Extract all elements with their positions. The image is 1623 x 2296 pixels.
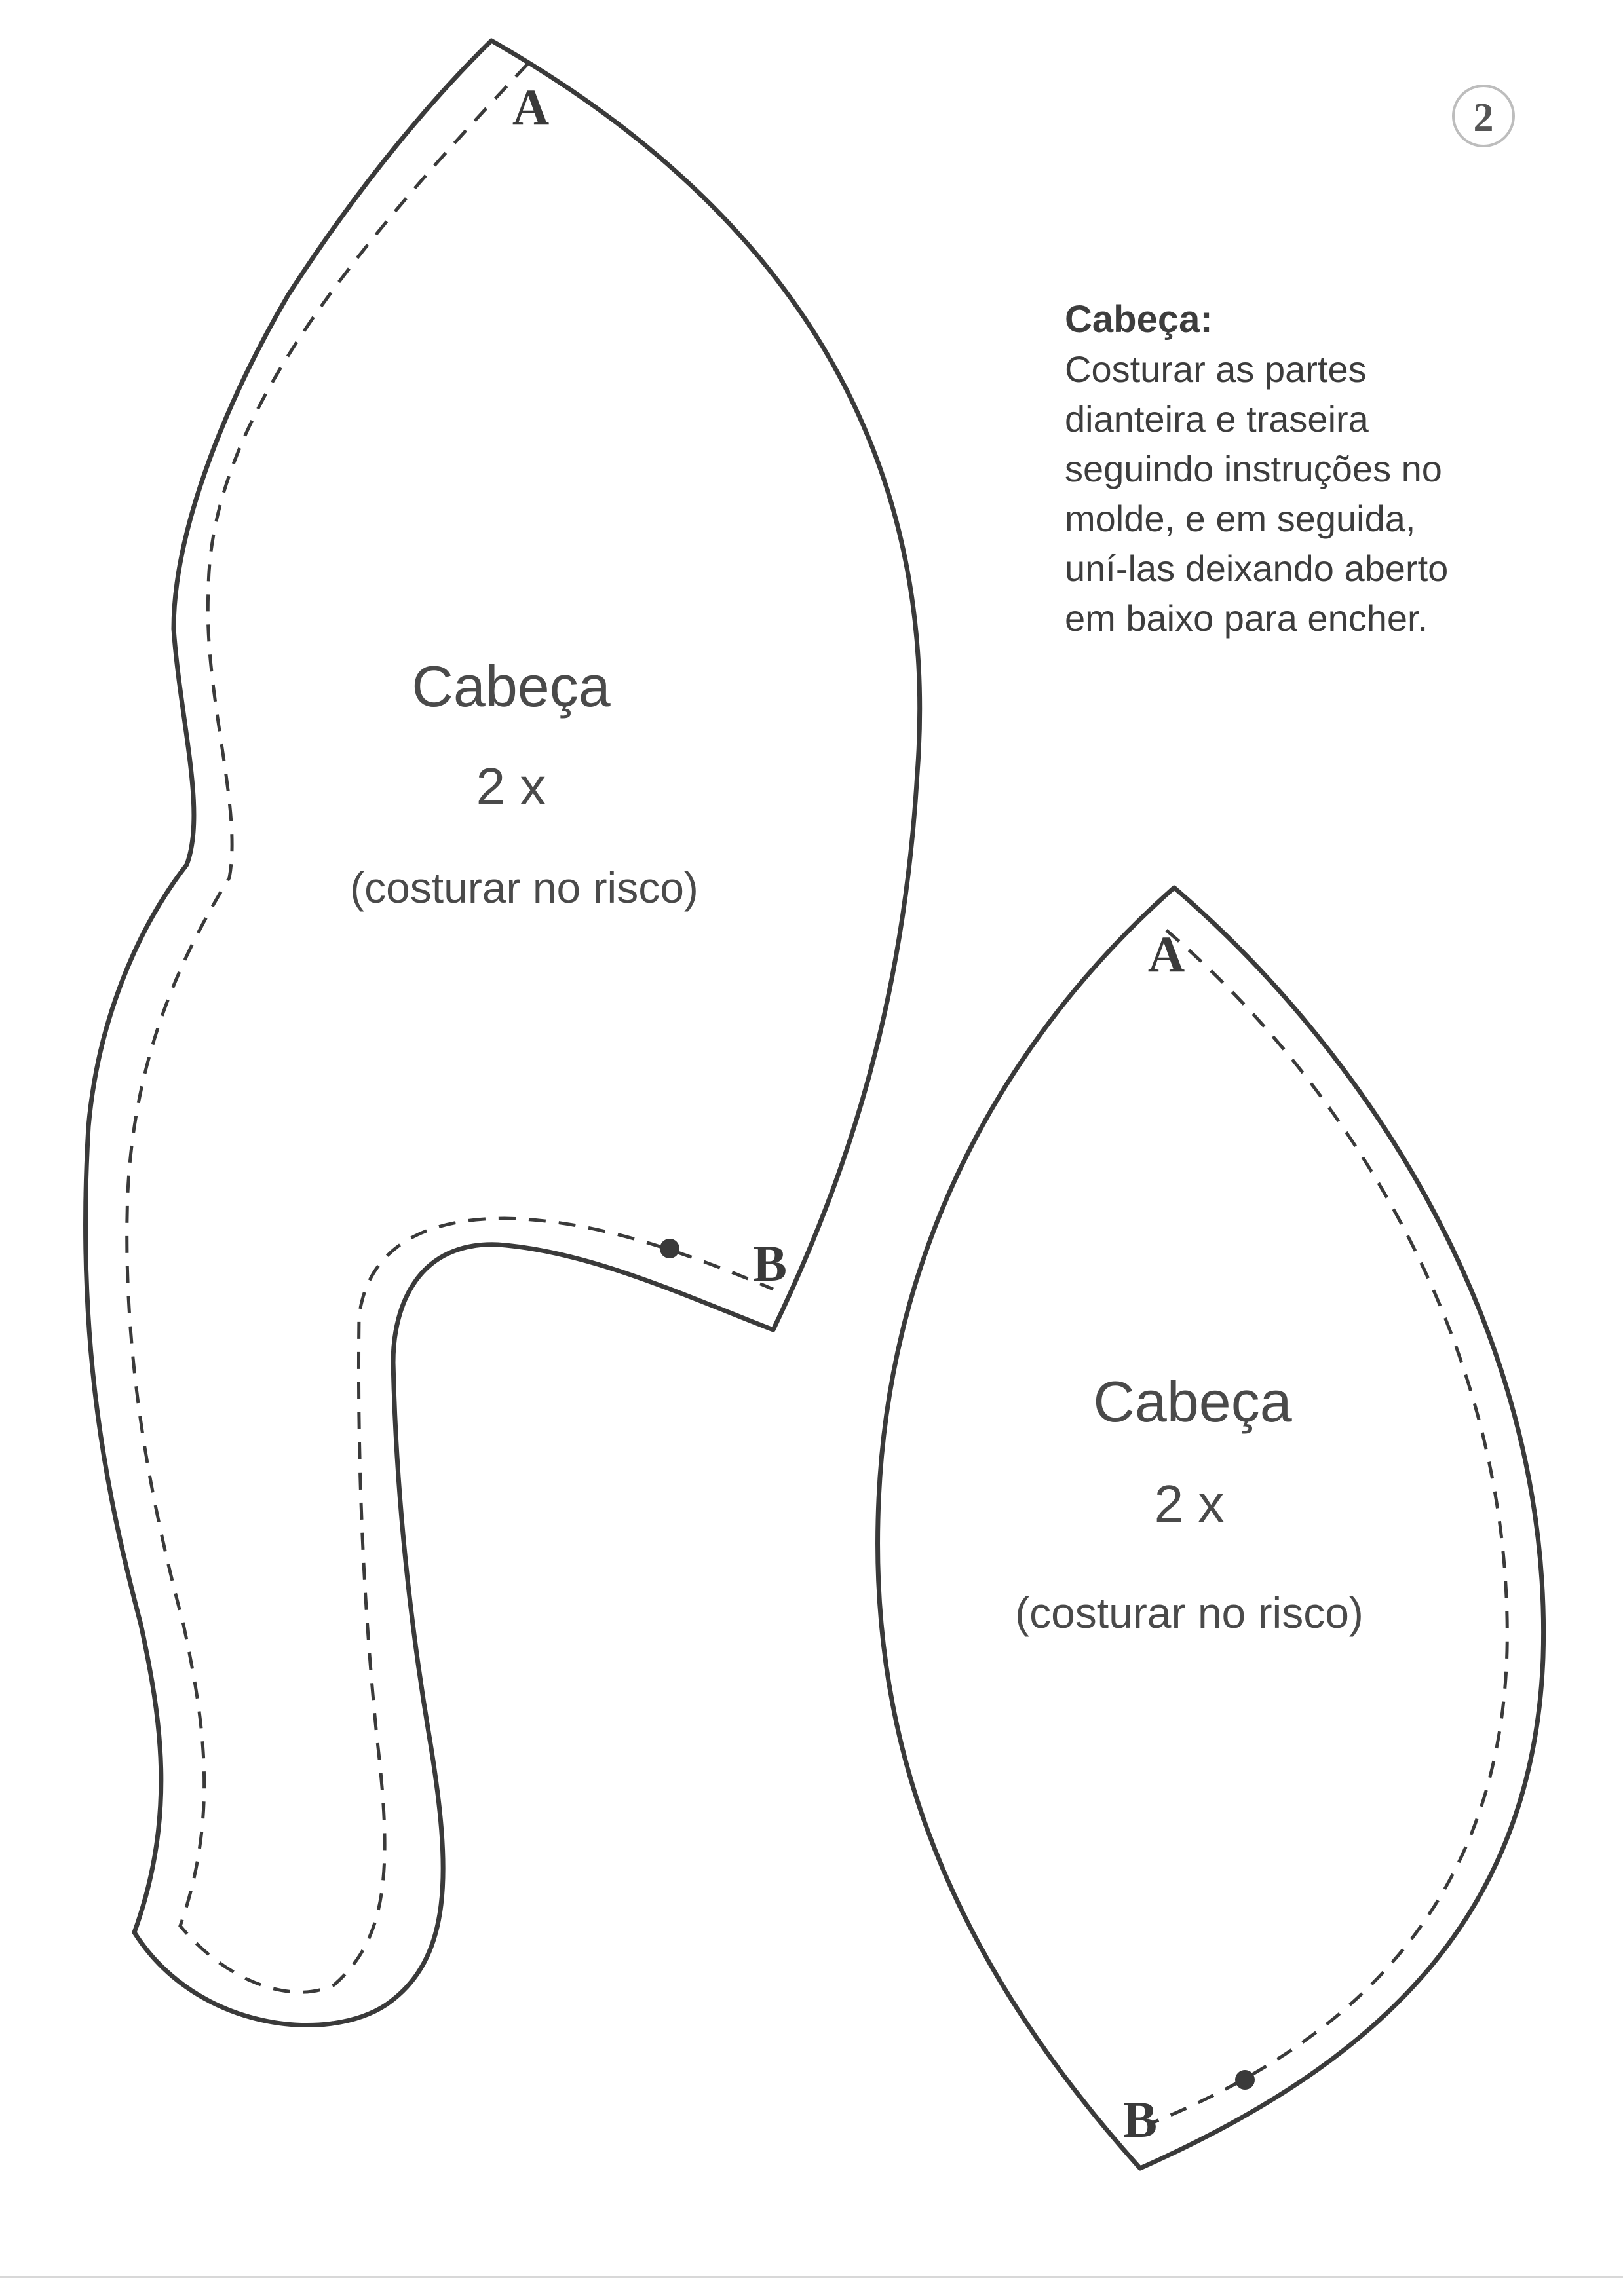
seam-line: [125, 63, 774, 1994]
instructions-line: dianteira e traseira: [1065, 398, 1369, 440]
pattern-piece-head-side: A B Cabeça 2 x (costurar no risco): [83, 38, 923, 2027]
point-b-label: B: [1123, 2091, 1157, 2148]
piece-name: Cabeça: [411, 654, 610, 719]
instructions-line: Costurar as partes: [1065, 348, 1367, 390]
piece-note: (costurar no risco): [350, 863, 698, 912]
page-number-badge: 2: [1452, 85, 1515, 147]
instructions-line: em baixo para encher.: [1065, 597, 1428, 639]
page-number-circle: [1452, 85, 1515, 147]
instructions-block: Cabeça: Costurar as partes dianteira e t…: [1065, 295, 1563, 643]
instructions-line: molde, e em seguida,: [1065, 498, 1416, 539]
piece-quantity: 2 x: [476, 757, 546, 816]
match-point-dot: [1235, 2070, 1255, 2090]
piece-quantity: 2 x: [1155, 1475, 1225, 1533]
point-b-label: B: [753, 1235, 787, 1292]
match-point-dot: [660, 1239, 679, 1258]
instructions-line: uní-las deixando aberto: [1065, 548, 1449, 589]
page-number: 2: [1474, 96, 1494, 140]
pattern-piece-head-center: A B Cabeça 2 x (costurar no risco): [875, 885, 1546, 2171]
piece-outline: [83, 38, 923, 2027]
bottom-divider: [0, 2276, 1623, 2278]
point-a-label: A: [1148, 926, 1185, 983]
piece-outline: [875, 885, 1546, 2171]
instructions-line: seguindo instruções no: [1065, 448, 1442, 489]
piece-note: (costurar no risco): [1015, 1589, 1364, 1637]
piece-name: Cabeça: [1093, 1369, 1291, 1434]
seam-line: [1153, 929, 1509, 2124]
point-a-label: A: [512, 79, 549, 136]
instructions-heading: Cabeça:: [1065, 298, 1213, 341]
